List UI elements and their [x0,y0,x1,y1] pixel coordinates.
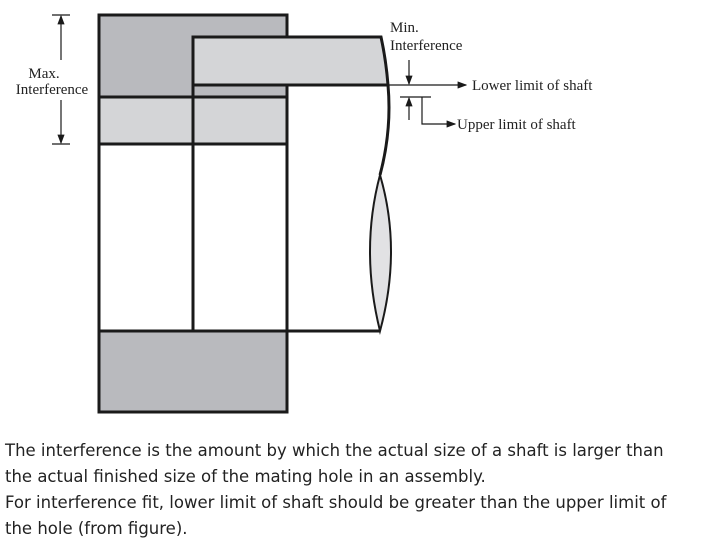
explanation-text: The interference is the amount by which … [5,438,715,542]
text-line: The interference is the amount by which … [5,441,664,460]
hole-bottom-block [97,329,289,414]
min-interference-label-2: Interference [390,38,463,54]
lower-limit-label: Lower limit of shaft [472,78,593,94]
shaft-break-lens [369,171,392,335]
shaft-upper-band [191,35,390,87]
max-interference-label-1: Max. [28,66,59,82]
max-interference-label-2: Interference [16,82,89,98]
interference-fit-diagram: Max. Interference Min. Interference Lowe… [16,13,593,414]
shaft-break-curve [378,84,391,176]
text-line: the hole (from figure). [5,519,188,538]
text-line: the actual finished size of the mating h… [5,467,486,486]
min-interference-label-1: Min. [390,20,419,36]
text-line: For interference fit, lower limit of sha… [5,493,667,512]
upper-limit-label: Upper limit of shaft [457,117,577,133]
